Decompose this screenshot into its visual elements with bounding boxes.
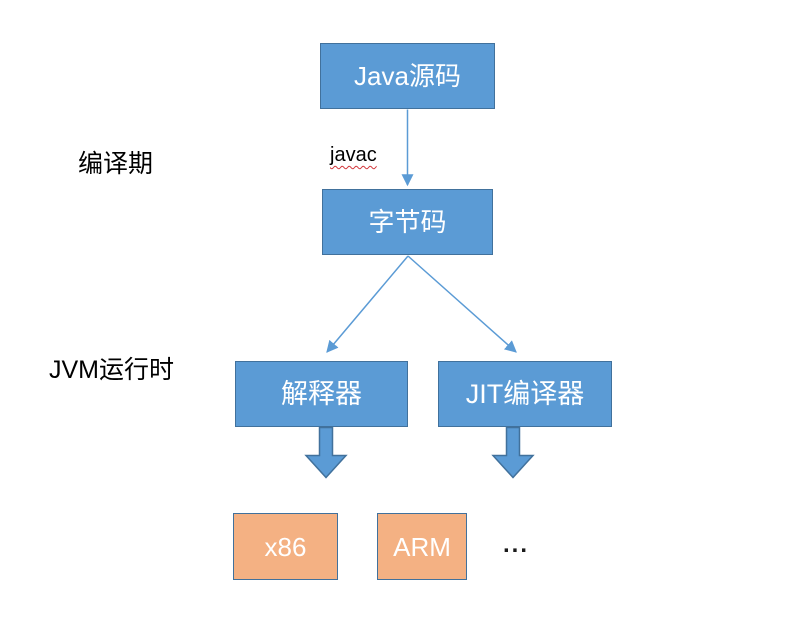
node-jit-compiler: JIT编译器	[438, 361, 612, 427]
block-arrow-jit-down	[491, 426, 535, 479]
node-arm: ARM	[377, 513, 467, 580]
javac-text: javac	[330, 144, 377, 166]
node-interpreter: 解释器	[235, 361, 408, 427]
connector-bytecode-to-interpreter	[326, 255, 409, 353]
node-java-source: Java源码	[320, 43, 495, 109]
connector-bytecode-to-jit	[407, 255, 517, 353]
label-more-architectures: ...	[503, 531, 530, 558]
label-javac: javac	[330, 143, 377, 167]
node-bytecode: 字节码	[322, 189, 493, 255]
label-compile-stage: 编译期	[78, 150, 154, 178]
block-arrow-interpreter-down	[304, 426, 348, 479]
label-jvm-runtime-stage: JVM运行时	[49, 356, 175, 384]
node-x86: x86	[233, 513, 338, 580]
